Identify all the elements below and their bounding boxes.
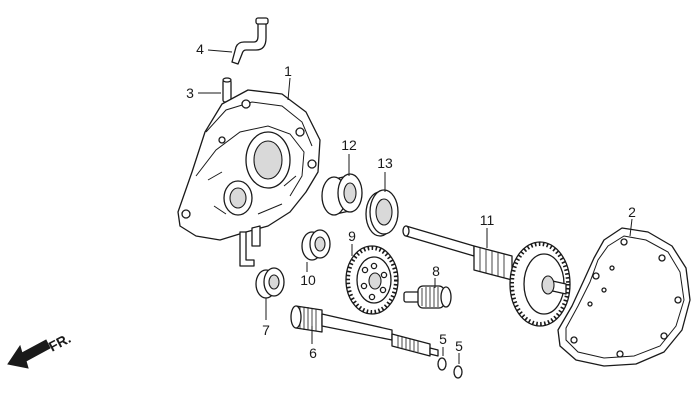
- drive-shaft-6: [290, 305, 439, 357]
- callout-3: 3: [186, 85, 194, 101]
- transmission-case: [177, 89, 321, 267]
- callout-1: 1: [284, 63, 292, 79]
- callout-5b: 5: [455, 338, 463, 354]
- breather-tube: [231, 17, 269, 65]
- washer-5b: [453, 365, 463, 379]
- callout-2: 2: [628, 204, 636, 220]
- final-shaft-11: [402, 225, 571, 327]
- washer-5a: [437, 357, 447, 371]
- callout-6: 6: [309, 345, 317, 361]
- dowel-pin: [222, 77, 232, 103]
- ball-bearing-12: [321, 173, 363, 216]
- front-direction-indicator: FR.: [7, 330, 73, 369]
- counter-gear-9: [345, 245, 399, 315]
- callout-12: 12: [341, 137, 357, 153]
- callout-11: 11: [480, 212, 495, 228]
- callout-8: 8: [432, 263, 440, 279]
- front-label: FR.: [46, 330, 73, 355]
- small-splined-shaft-8: [403, 285, 452, 309]
- gasket-2: [557, 227, 691, 367]
- arrow-left-down-icon: [7, 339, 51, 369]
- callout-7: 7: [262, 322, 270, 338]
- callout-5a: 5: [439, 331, 447, 347]
- callout-10: 10: [300, 272, 316, 288]
- ball-bearing-10: [301, 229, 331, 261]
- ball-bearing-7: [255, 267, 285, 299]
- leader-lines: [198, 49, 633, 364]
- callout-4: 4: [196, 41, 204, 57]
- callout-9: 9: [348, 228, 356, 244]
- oil-seal-13: [365, 189, 399, 237]
- callout-13: 13: [377, 155, 393, 171]
